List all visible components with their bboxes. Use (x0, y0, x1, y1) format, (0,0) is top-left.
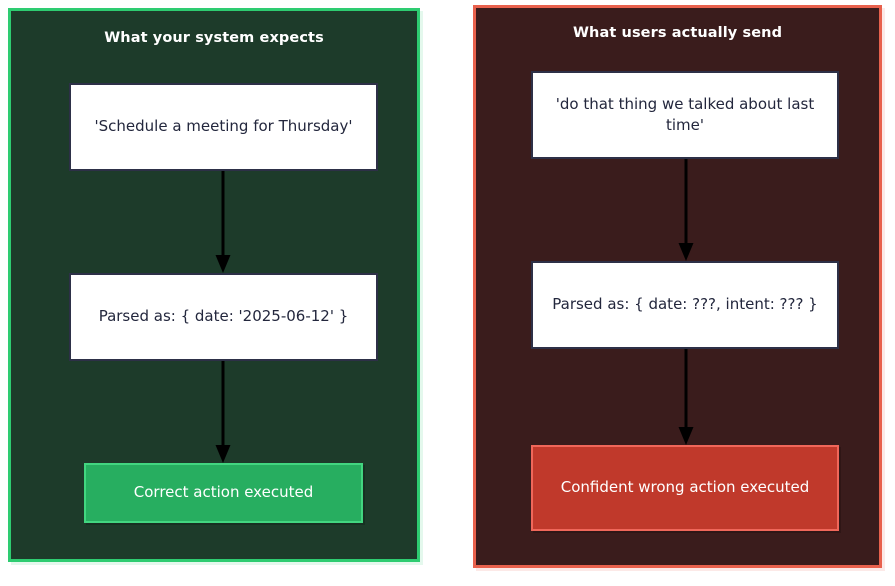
node-actual-input[interactable]: 'do that thing we talked about last time… (531, 71, 839, 159)
edge-actual-parsed-to-outcome (674, 349, 698, 446)
node-expected-outcome[interactable]: Correct action executed (84, 463, 363, 523)
node-actual-parsed[interactable]: Parsed as: { date: ???, intent: ??? } (531, 261, 839, 349)
edge-expected-parsed-to-outcome (211, 361, 235, 464)
node-actual-outcome[interactable]: Confident wrong action executed (531, 445, 839, 531)
edge-expected-input-to-parsed (211, 171, 235, 274)
edge-actual-input-to-parsed (674, 159, 698, 262)
panel-actual: What users actually send 'do that thing … (473, 5, 882, 568)
node-expected-input[interactable]: 'Schedule a meeting for Thursday' (69, 83, 378, 171)
panel-expected: What your system expects 'Schedule a mee… (8, 8, 420, 562)
panel-expected-title: What your system expects (104, 30, 324, 46)
panel-actual-title: What users actually send (572, 25, 783, 41)
node-expected-parsed[interactable]: Parsed as: { date: '2025-06-12' } (69, 273, 378, 361)
